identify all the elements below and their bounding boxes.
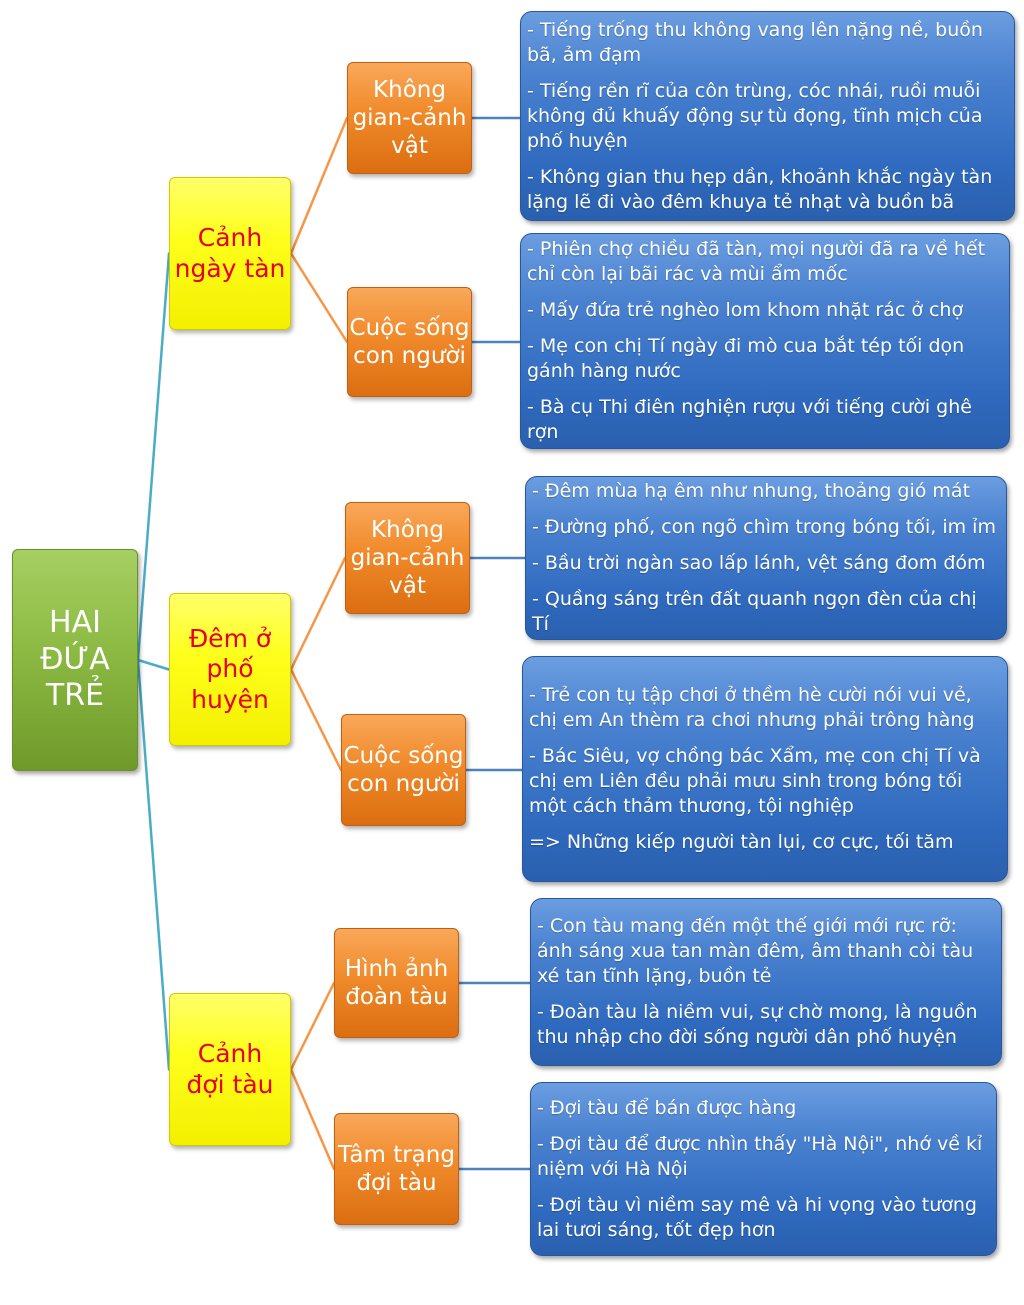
detail-item: - Con tàu mang đến một thế giới mới rực … <box>537 915 974 987</box>
branch-connector <box>289 252 349 344</box>
detail-item: - Quầng sáng trên đất quanh ngọn đèn của… <box>532 588 977 635</box>
detail-item: - Tiếng rền rĩ của côn trùng, cóc nhái, … <box>527 79 983 152</box>
branch-connector <box>289 116 349 255</box>
detail-item: - Đợi tàu để được nhìn thấy "Hà Nội", nh… <box>537 1132 983 1180</box>
detail-box: - Phiên chợ chiều đã tàn, mọi người đã r… <box>520 233 1010 449</box>
branch-connector <box>289 981 336 1071</box>
detail-box: - Đêm mùa hạ êm như nhung, thoảng gió má… <box>525 476 1007 640</box>
section-canh-doi-tau: Cảnh đợi tàu <box>169 993 291 1146</box>
root-connector <box>136 252 171 662</box>
detail-item: - Mẹ con chị Tí ngày đi mò cua bắt tép t… <box>527 335 965 382</box>
section-label: Cảnh ngày tàn <box>174 223 286 283</box>
branch-connector <box>289 556 347 671</box>
root-connector <box>136 658 171 1071</box>
root-title: HAI ĐỨA TRẺ <box>40 605 110 714</box>
detail-box: - Đợi tàu để bán được hàng - Đợi tàu để … <box>530 1082 997 1256</box>
detail-item: - Phiên chợ chiều đã tàn, mọi người đã r… <box>527 238 986 285</box>
section-label: Cảnh đợi tàu <box>186 1039 274 1099</box>
group-label: Hình ảnh đoàn tàu <box>344 955 449 1010</box>
group-cuoc-song-con-nguoi: Cuộc sống con người <box>347 287 472 397</box>
section-dem-o-pho-huyen: Đêm ở phố huyện <box>169 593 291 746</box>
detail-box: - Trẻ con tụ tập chơi ở thềm hè cười nói… <box>522 656 1008 882</box>
group-label: Cuộc sống con người <box>349 314 470 369</box>
group-tam-trang-doi-tau: Tâm trạng đợi tàu <box>334 1113 459 1225</box>
detail-item: - Tiếng trống thu không vang lên nặng nề… <box>527 18 983 66</box>
branch-connector <box>289 668 343 772</box>
detail-item: - Không gian thu hẹp dần, khoảnh khắc ng… <box>527 165 993 213</box>
detail-item: - Đêm mùa hạ êm như nhung, thoảng gió má… <box>532 480 971 502</box>
group-cuoc-song-con-nguoi: Cuộc sống con người <box>341 714 466 826</box>
detail-item: - Đường phố, con ngõ chìm trong bóng tối… <box>532 516 996 538</box>
group-khong-gian-canh-vat: Không gian-cảnh vật <box>345 502 470 614</box>
detail-item: - Bà cụ Thi điên nghiện rượu với tiếng c… <box>527 396 972 443</box>
group-label: Không gian-cảnh vật <box>350 516 465 600</box>
group-label: Cuộc sống con người <box>343 742 464 797</box>
group-label: Không gian-cảnh vật <box>352 76 467 160</box>
detail-item: - Trẻ con tụ tập chơi ở thềm hè cười nói… <box>529 684 975 731</box>
detail-item: - Bác Siêu, vợ chồng bác Xẩm, mẹ con chị… <box>529 745 981 817</box>
section-canh-ngay-tan: Cảnh ngày tàn <box>169 177 291 330</box>
detail-item: - Bầu trời ngàn sao lấp lánh, vệt sáng đ… <box>532 552 986 574</box>
detail-box: - Tiếng trống thu không vang lên nặng nề… <box>520 11 1015 221</box>
group-hinh-anh-doan-tau: Hình ảnh đoàn tàu <box>334 928 459 1038</box>
root-connector <box>136 658 171 671</box>
detail-item: => Những kiếp người tàn lụi, cơ cực, tối… <box>529 831 954 853</box>
group-label: Tâm trạng đợi tàu <box>338 1141 455 1196</box>
detail-item: - Đoàn tàu là niềm vui, sự chờ mong, là … <box>537 1001 978 1048</box>
detail-item: - Đợi tàu vì niềm say mê và hi vọng vào … <box>537 1193 977 1241</box>
root-node: HAI ĐỨA TRẺ <box>12 549 138 771</box>
detail-item: - Đợi tàu để bán được hàng <box>537 1096 797 1119</box>
detail-item: - Mấy đứa trẻ nghèo lom khom nhặt rác ở … <box>527 299 964 321</box>
group-khong-gian-canh-vat: Không gian-cảnh vật <box>347 62 472 174</box>
branch-connector <box>289 1068 336 1171</box>
detail-box: - Con tàu mang đến một thế giới mới rực … <box>530 898 1002 1066</box>
section-label: Đêm ở phố huyện <box>188 623 272 714</box>
